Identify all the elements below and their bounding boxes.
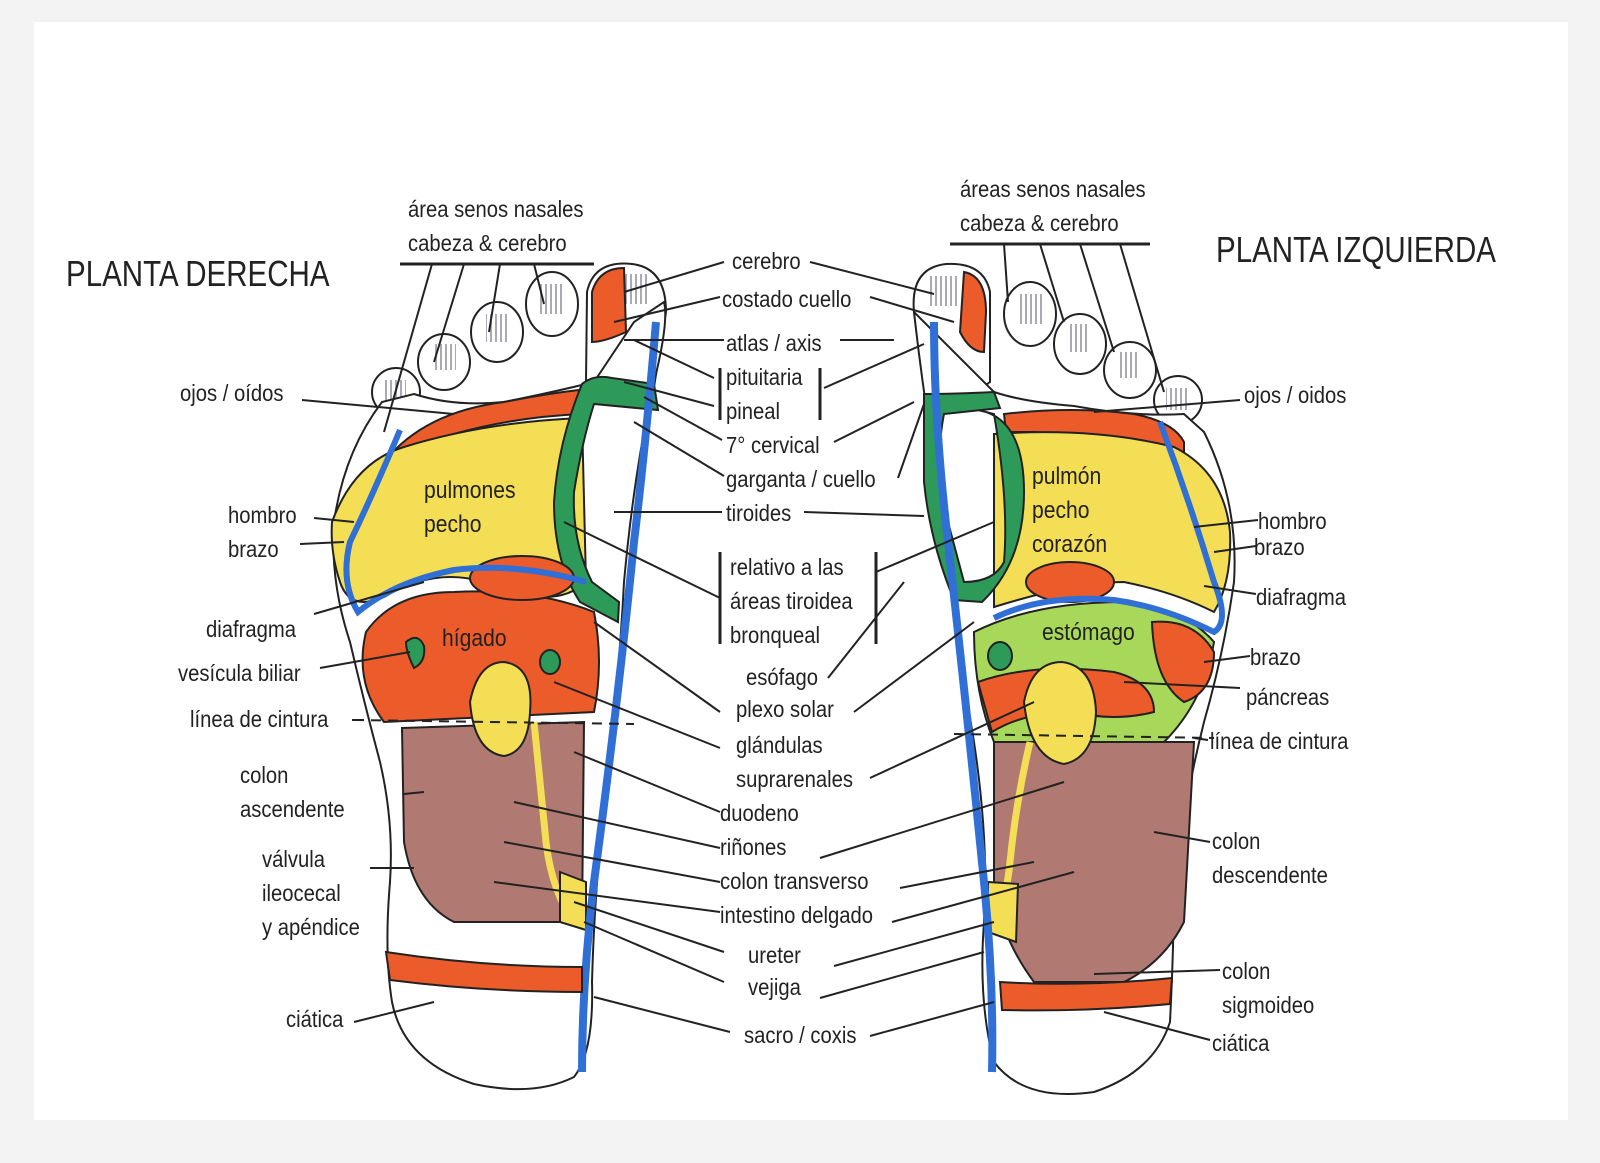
label-left-diafragma: diafragma <box>1256 584 1347 610</box>
label-pituitaria: pituitaria <box>726 364 803 390</box>
label-left-areas-senos: áreas senos nasales <box>960 176 1146 202</box>
label-right-colon-1: colon <box>240 762 289 788</box>
label-esofago: esófago <box>746 664 819 690</box>
label-left-estomago: estómago <box>1042 619 1135 646</box>
label-relativo-3: bronqueal <box>730 622 821 648</box>
label-left-pecho: pecho <box>1032 497 1090 524</box>
label-right-area-senos: área senos nasales <box>408 196 584 222</box>
label-left-ciatica: ciática <box>1212 1030 1270 1056</box>
title-left-foot: PLANTA IZQUIERDA <box>1216 229 1496 270</box>
label-right-cabeza-cerebro: cabeza & cerebro <box>408 230 567 256</box>
label-sacro-coxis: sacro / coxis <box>744 1022 857 1048</box>
label-right-valvula-2: ileocecal <box>262 880 341 906</box>
label-right-pulmones: pulmones <box>424 477 516 504</box>
label-garganta-cuello: garganta / cuello <box>726 466 876 492</box>
label-right-valvula-3: y apéndice <box>262 914 360 940</box>
label-left-colon-d1: colon <box>1212 828 1261 854</box>
title-right-foot: PLANTA DERECHA <box>66 253 330 294</box>
label-costado-cuello: costado cuello <box>722 286 852 312</box>
label-cerebro: cerebro <box>732 248 801 274</box>
label-rinones: riñones <box>720 834 787 860</box>
left-solar-plexus <box>1025 561 1115 603</box>
paper-sheet: PLANTA DERECHA PLANTA IZQUIERDA área sen… <box>34 22 1568 1120</box>
right-foot <box>330 262 668 1091</box>
label-tiroides: tiroides <box>726 500 792 526</box>
foot-reflexology-diagram <box>299 242 1259 1095</box>
label-right-vesicula: vesícula biliar <box>178 660 301 686</box>
label-left-corazon: corazón <box>1032 531 1108 558</box>
label-left-pulmon: pulmón <box>1032 463 1102 490</box>
label-right-diafragma: diafragma <box>206 616 297 642</box>
label-right-hombro: hombro <box>228 502 297 528</box>
label-left-cintura: línea de cintura <box>1210 728 1349 754</box>
label-left-brazo: brazo <box>1254 534 1305 560</box>
label-ureter: ureter <box>748 942 801 968</box>
label-right-cintura: línea de cintura <box>190 706 329 732</box>
label-right-valvula-1: válvula <box>262 846 326 872</box>
label-glandulas-2: suprarenales <box>736 766 854 792</box>
label-left-pancreas: páncreas <box>1246 684 1330 710</box>
label-7-cervical: 7° cervical <box>726 432 820 458</box>
label-right-pecho: pecho <box>424 511 482 538</box>
label-relativo-1: relativo a las <box>730 554 844 580</box>
label-vejiga: vejiga <box>748 974 801 1000</box>
label-left-colon-s1: colon <box>1222 958 1271 984</box>
label-left-colon-s2: sigmoideo <box>1222 992 1315 1018</box>
label-right-ciatica: ciática <box>286 1006 344 1032</box>
label-colon-transverso: colon transverso <box>720 868 869 894</box>
label-intestino-delgado: intestino delgado <box>720 902 874 928</box>
label-right-brazo: brazo <box>228 536 279 562</box>
label-left-colon-d2: descendente <box>1212 862 1328 888</box>
leader-lines <box>299 242 1259 1041</box>
label-left-brazo-2: brazo <box>1250 644 1301 670</box>
left-foot <box>912 262 1236 1095</box>
label-right-colon-2: ascendente <box>240 796 345 822</box>
label-plexo-solar: plexo solar <box>736 696 834 722</box>
label-left-ojos: ojos / oidos <box>1244 382 1347 408</box>
label-duodeno: duodeno <box>720 800 799 826</box>
label-atlas-axis: atlas / axis <box>726 330 822 356</box>
label-glandulas-1: glándulas <box>736 732 823 758</box>
label-relativo-2: áreas tiroidea <box>730 588 853 614</box>
label-right-higado: hígado <box>442 625 507 652</box>
label-right-ojos: ojos / oídos <box>180 380 284 406</box>
label-left-hombro: hombro <box>1258 508 1327 534</box>
label-pineal: pineal <box>726 398 781 424</box>
label-left-cabeza-cerebro: cabeza & cerebro <box>960 210 1119 236</box>
